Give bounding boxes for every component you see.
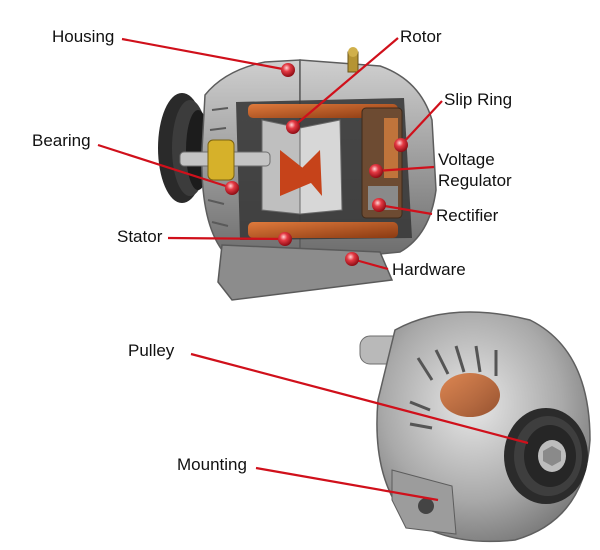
leader-rotor — [292, 37, 399, 128]
complete-alternator — [359, 311, 591, 543]
marker-voltage-regulator — [369, 164, 383, 178]
leader-voltage-regulator — [375, 165, 435, 173]
lower-mount — [217, 244, 394, 301]
leader-bearing — [97, 143, 233, 190]
marker-bearing — [225, 181, 239, 195]
stator-windings — [248, 222, 398, 238]
label-pulley: Pulley — [128, 341, 175, 360]
leader-pulley — [190, 352, 529, 445]
bearing-body — [207, 139, 235, 181]
label-stator: Stator — [117, 227, 163, 246]
label-rectifier: Rectifier — [436, 206, 499, 225]
alternator-vents — [409, 345, 498, 430]
label-rotor: Rotor — [400, 27, 442, 46]
marker-rotor — [286, 120, 300, 134]
label-regulator-line: Regulator — [438, 171, 512, 190]
leader-lines — [97, 37, 529, 502]
marker-stator — [278, 232, 292, 246]
label-slip-ring: Slip Ring — [444, 90, 513, 109]
label-mounting: Mounting — [177, 455, 247, 474]
marker-hardware — [345, 252, 359, 266]
part-markers — [225, 63, 408, 266]
leader-mounting — [255, 466, 439, 502]
label-hardware: Hardware — [392, 260, 466, 279]
marker-slip-ring — [394, 138, 408, 152]
leader-slip-ring — [400, 100, 443, 146]
label-voltage-line: Voltage — [438, 150, 495, 169]
leader-stator — [167, 236, 286, 241]
leader-rectifier — [378, 203, 433, 216]
marker-rectifier — [372, 198, 386, 212]
label-housing: Housing — [52, 27, 115, 46]
label-voltage-regulator: Voltage Regulator — [438, 149, 512, 191]
marker-housing — [281, 63, 295, 77]
label-bearing: Bearing — [32, 131, 91, 150]
leader-housing — [121, 37, 289, 72]
